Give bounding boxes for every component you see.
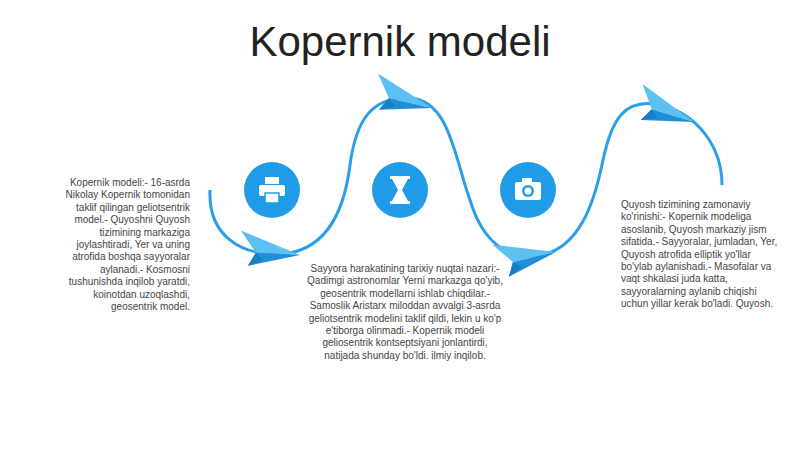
- paper-plane: [236, 231, 302, 273]
- printer-icon: [244, 162, 300, 218]
- paper-plane: [492, 236, 558, 278]
- slide-title: Kopernik modeli: [0, 18, 800, 66]
- camera-icon: [500, 162, 556, 218]
- paper-plane: [367, 74, 436, 125]
- paper-plane: [630, 84, 700, 139]
- text-note: Sayyora harakatining tarixiy nuqtai naza…: [306, 263, 504, 362]
- hourglass-icon: [372, 162, 428, 218]
- text-note: Kopernik modeli:- 16-asrda Nikolay Koper…: [48, 177, 190, 313]
- text-note: Quyosh tizimining zamonaviy ko'rinishi:-…: [621, 199, 781, 311]
